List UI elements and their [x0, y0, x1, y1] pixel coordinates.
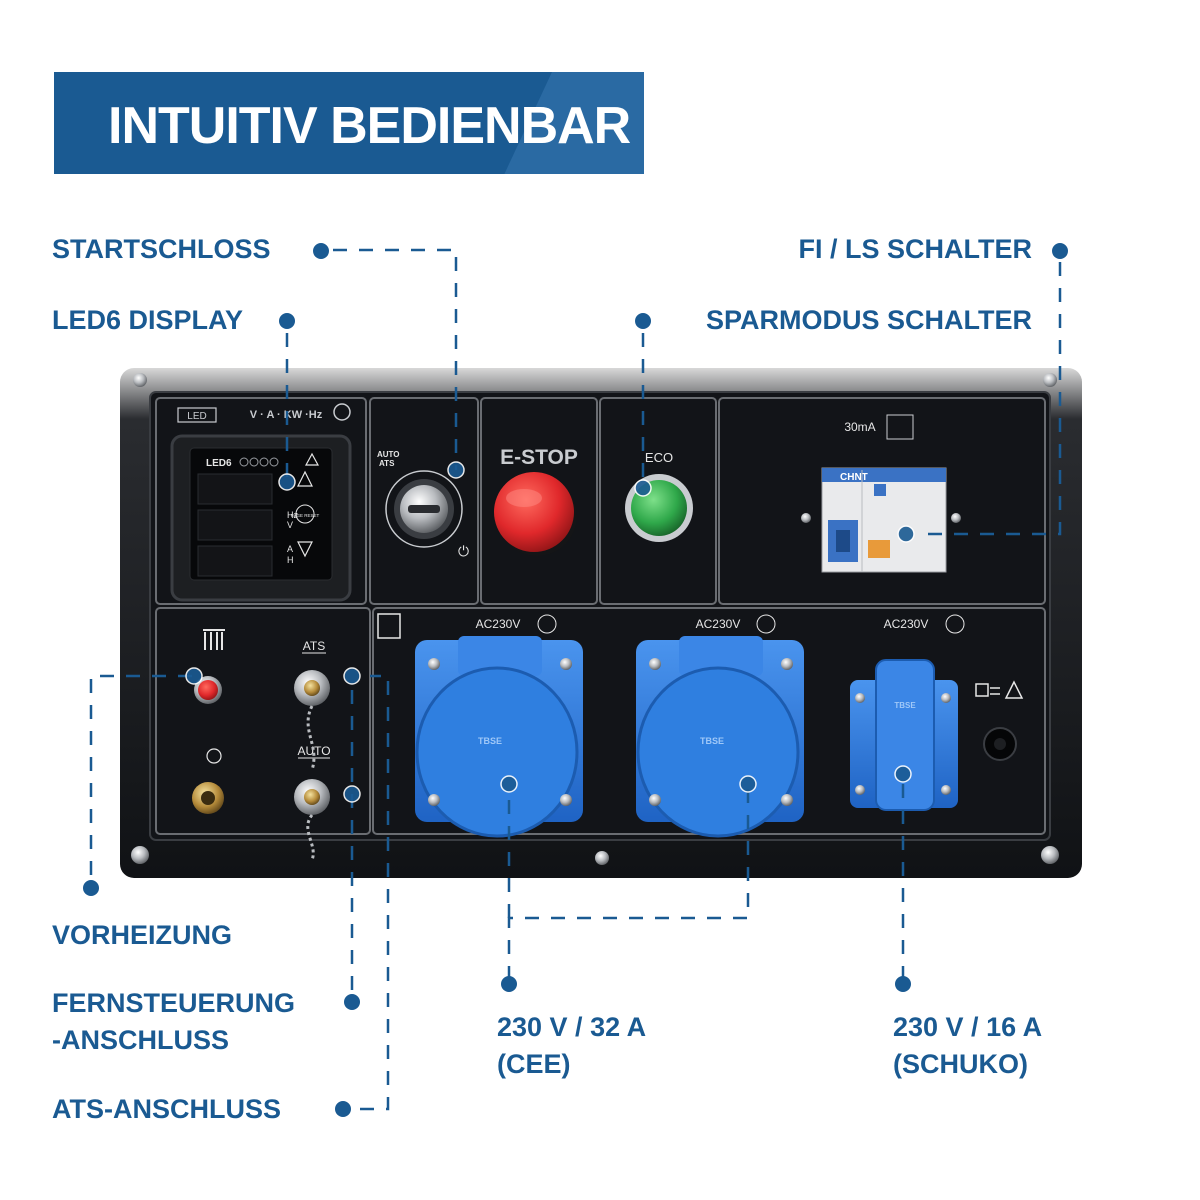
estop-label: E-STOP [500, 446, 578, 469]
display-h-label: H [287, 555, 294, 565]
label-cee-line1: 230 V / 32 A [497, 1012, 647, 1042]
schuko-brand: TBSE [894, 701, 916, 710]
component-markers [185, 461, 915, 803]
ac-label-1: AC230V [476, 617, 521, 631]
settings-icon [333, 403, 351, 421]
breaker-section: 30mA CHNT [801, 414, 961, 573]
key-switch-section: AUTO ATS ⏻ [377, 450, 469, 559]
auto-port-label: AUTO [297, 744, 330, 758]
display-hz-label: Hz [287, 510, 298, 520]
ac-label-3: AC230V [884, 617, 929, 631]
breaker-rating-label: 30mA [844, 420, 875, 434]
down-arrow-icon [297, 541, 313, 558]
eco-label: ECO [645, 450, 673, 465]
parallel-warning-icon [975, 680, 1024, 699]
label-startschloss: STARTSCHLOSS [52, 234, 271, 264]
header-banner: INTUITIV BEDIENBAR [54, 72, 644, 174]
socket-brand-2: TBSE [700, 736, 724, 746]
label-led6-display: LED6 DISPLAY [52, 305, 244, 335]
display-brand: LED6 [206, 458, 232, 469]
preheat-button [198, 680, 218, 700]
label-cee: 230 V / 32 A (CEE) [497, 1009, 646, 1083]
outlet-icon [377, 613, 401, 639]
estop-section: E-STOP [494, 446, 578, 556]
up-arrow-icon [297, 470, 313, 487]
label-ats-anschluss: ATS-ANSCHLUSS [52, 1094, 281, 1124]
frame-screws [131, 373, 1059, 865]
key-auto-label: AUTO [377, 450, 400, 459]
label-fernsteuerung-line1: FERNSTEUERUNG [52, 988, 296, 1018]
callout-lines [89, 248, 1062, 1111]
label-cee-line2: (CEE) [497, 1049, 571, 1079]
emergency-stop-button [494, 472, 574, 552]
cee-socket-1: TBSE [415, 636, 583, 838]
label-schuko: 230 V / 16 A (SCHUKO) [893, 1009, 1042, 1083]
sockets-section: AC230V AC230V AC230V TBSE TBSE TBS [377, 613, 1024, 838]
key-ats-label: ATS [379, 459, 395, 468]
page-reset-button [295, 504, 315, 524]
bottom-left-section: ATS AUTO [192, 629, 331, 861]
cee-socket-2: TBSE [636, 636, 804, 838]
led-badge: LED [187, 411, 206, 422]
warning-icon [304, 452, 320, 466]
label-schuko-line1: 230 V / 16 A [893, 1012, 1043, 1042]
ground-icon [206, 748, 222, 764]
socket-brand-1: TBSE [478, 736, 502, 746]
display-a-label: A [287, 544, 293, 554]
page-reset-label: PAGE RESET [291, 513, 320, 518]
label-fi-ls-schalter: FI / LS SCHALTER [798, 234, 1033, 264]
breaker-brand: CHNT [840, 472, 868, 483]
ac-label-2: AC230V [696, 617, 741, 631]
page-title: INTUITIV BEDIENBAR [108, 97, 631, 155]
label-fernsteuerung: FERNSTEUERUNG -ANSCHLUSS [52, 985, 295, 1059]
svg-text:⏻: ⏻ [458, 543, 469, 559]
label-fernsteuerung-line2: -ANSCHLUSS [52, 1025, 230, 1055]
ats-port-label: ATS [303, 639, 325, 653]
schuko-socket: TBSE [850, 659, 958, 811]
label-sparmodus-schalter: SPARMODUS SCHALTER [705, 305, 1032, 335]
display-v-label: V [287, 520, 293, 530]
callout-dots [83, 243, 1068, 1117]
label-schuko-line2: (SCHUKO) [893, 1049, 1028, 1079]
preheat-icon [203, 629, 225, 650]
label-vorheizung: VORHEIZUNG [52, 920, 233, 950]
led-display-section: LED V · A · KW ·Hz LED6 Hz V PAGE RESET … [170, 403, 352, 602]
panel-sections [155, 397, 1046, 835]
